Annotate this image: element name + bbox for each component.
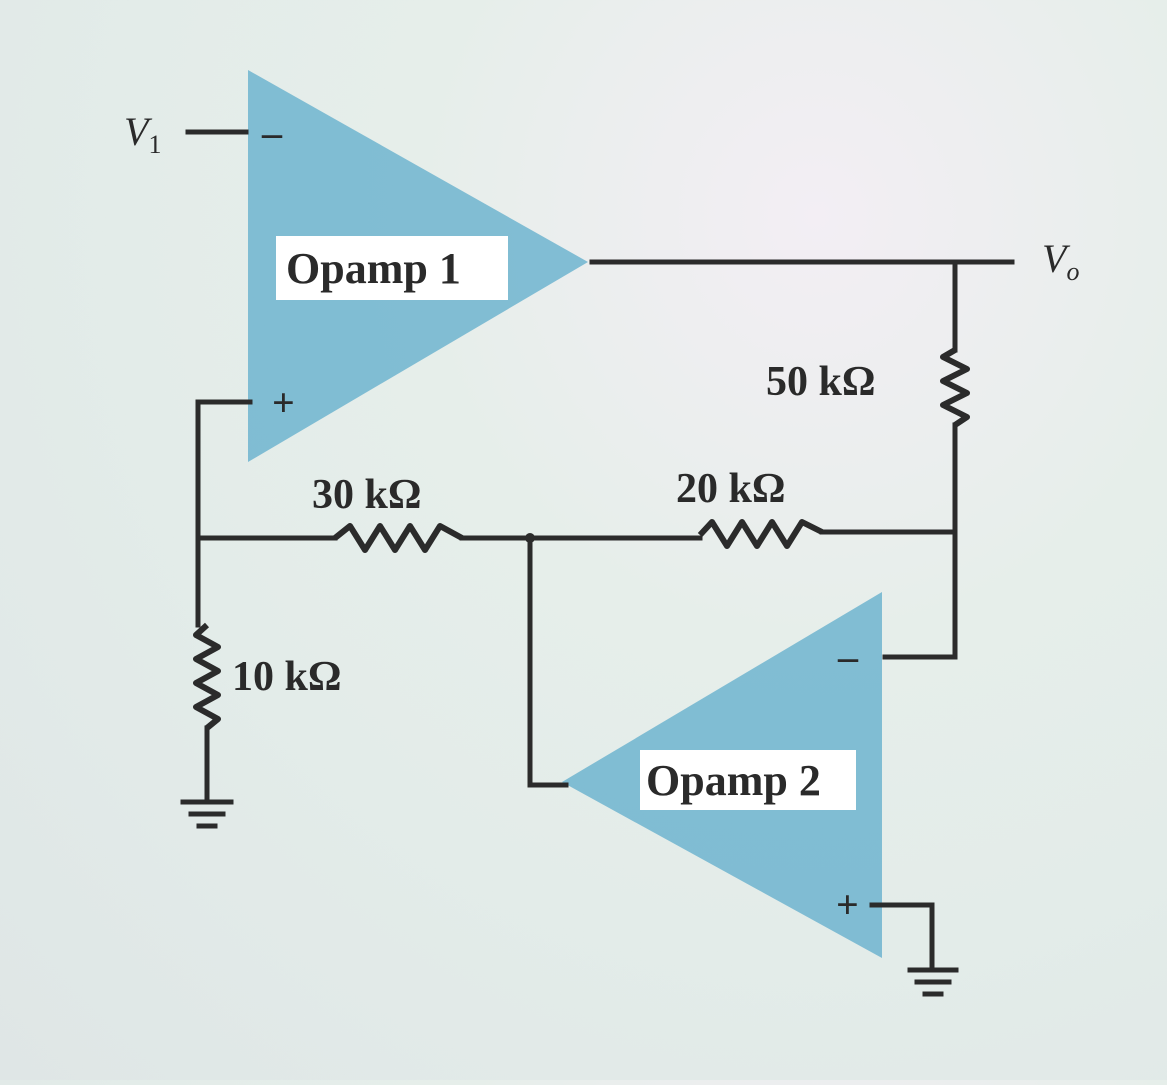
label-30k: 30 kΩ — [312, 472, 422, 518]
ground-left-icon — [180, 799, 234, 829]
label-20k: 20 kΩ — [676, 466, 786, 512]
resistor-30k — [333, 523, 464, 553]
label-50k: 50 kΩ — [766, 359, 876, 405]
output-label-vo: Vo — [1042, 236, 1079, 286]
resistor-10k — [193, 622, 221, 731]
label-10k: 10 kΩ — [232, 654, 342, 700]
resistor-20k — [697, 519, 824, 549]
opamp1-minus-sign: – — [261, 110, 283, 155]
junction-dot — [525, 533, 535, 543]
opamp2-minus-sign: – — [837, 634, 859, 679]
opamp1-label: Opamp 1 — [286, 244, 461, 293]
opamp2-plus-sign: + — [836, 882, 859, 927]
opamp2-label-box — [640, 750, 856, 810]
resistor-50k — [940, 347, 970, 428]
opamp2-label: Opamp 2 — [646, 756, 821, 805]
wires — [185, 129, 1015, 971]
ground-right-icon — [907, 967, 959, 997]
opamp1-plus-sign: + — [272, 380, 295, 425]
input-label-v1: V1 — [124, 109, 161, 159]
opamp1-label-box — [276, 236, 508, 300]
